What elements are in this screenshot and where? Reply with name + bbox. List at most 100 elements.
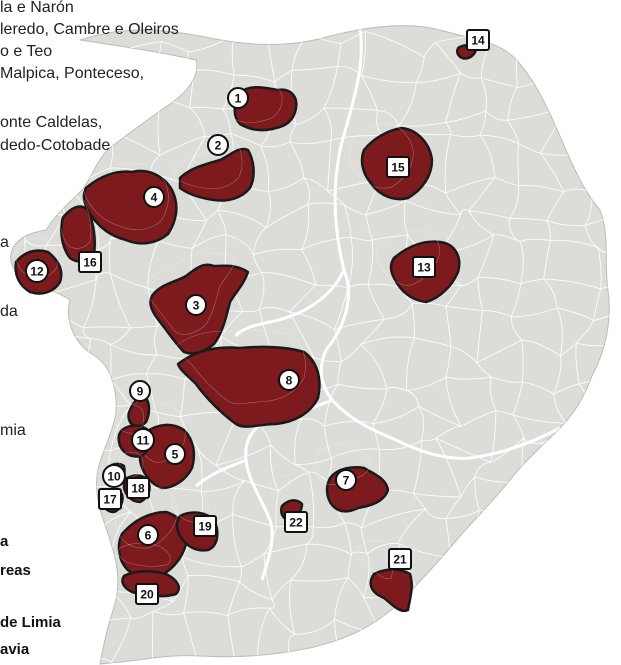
badge-3: 3 (185, 294, 207, 316)
municipal-border (183, 575, 189, 614)
municipal-border (227, 581, 241, 616)
municipal-border (601, 415, 610, 427)
municipal-border (416, 57, 425, 83)
municipal-border (473, 560, 526, 565)
municipal-border (150, 70, 195, 90)
area-10-inner-borders (101, 440, 120, 460)
municipal-border (445, 284, 462, 307)
municipal-border (460, 409, 497, 427)
municipal-border (50, 384, 89, 397)
municipal-border (539, 152, 565, 192)
badge-1: 1 (227, 87, 249, 109)
municipal-border (514, 510, 548, 515)
municipal-border (445, 576, 489, 590)
municipal-border (367, 542, 399, 554)
badge-15: 15 (386, 156, 410, 178)
municipal-border (337, 43, 342, 67)
municipal-border (341, 650, 387, 659)
municipal-border (10, 487, 29, 507)
municipal-border (10, 474, 55, 489)
badge-shape (466, 29, 490, 51)
municipal-border (514, 480, 525, 514)
municipal-border (398, 121, 446, 127)
municipal-border (268, 177, 305, 192)
municipal-border (490, 437, 524, 463)
badge-number: 12 (30, 265, 44, 279)
municipal-border (158, 240, 193, 249)
municipal-border (74, 396, 89, 418)
municipal-border (225, 234, 255, 256)
badge-number: 16 (83, 256, 97, 270)
municipal-border (543, 596, 558, 627)
area-8-inner-borders (174, 330, 306, 405)
municipal-border (567, 415, 603, 424)
municipal-border (110, 89, 131, 117)
badge-number: 6 (145, 529, 152, 543)
municipal-border (275, 490, 279, 528)
badge-10: 10 (102, 464, 126, 488)
municipal-border (295, 457, 332, 466)
municipal-border (10, 454, 54, 461)
badge-number: 18 (131, 482, 145, 496)
municipal-border (106, 556, 112, 592)
municipal-border (189, 107, 206, 137)
municipal-border (95, 272, 111, 280)
municipal-border (411, 303, 415, 338)
municipal-border (333, 329, 342, 362)
badge-17: 17 (98, 488, 122, 510)
municipal-border (181, 556, 189, 576)
badge-6: 6 (137, 524, 159, 546)
municipal-border (540, 442, 565, 482)
area-22-inner-borders (270, 475, 290, 495)
municipal-border (507, 119, 519, 144)
municipal-border (14, 45, 19, 74)
municipal-border (191, 220, 207, 249)
municipal-border (48, 593, 59, 634)
municipal-border (43, 175, 75, 192)
municipal-border (460, 277, 479, 286)
municipal-border (360, 336, 415, 346)
municipal-border (327, 140, 332, 192)
municipal-border (496, 34, 517, 46)
municipal-border (522, 381, 555, 395)
municipal-border (88, 622, 97, 662)
badge-5: 5 (164, 443, 186, 465)
badge-7: 7 (335, 469, 357, 491)
municipal-border (593, 288, 602, 321)
municipal-border (17, 294, 27, 313)
municipal-border (372, 388, 388, 424)
badge-shape (164, 443, 186, 465)
municipal-border (402, 612, 406, 647)
municipal-border (159, 135, 206, 156)
municipal-border (295, 107, 325, 126)
municipal-border (76, 121, 101, 134)
municipal-border (350, 236, 373, 242)
municipal-border (546, 191, 564, 221)
municipal-border (10, 542, 14, 599)
municipal-border (517, 143, 520, 186)
municipal-border (308, 471, 329, 482)
municipal-border (289, 141, 305, 178)
municipal-border (553, 394, 568, 424)
municipal-border (576, 342, 610, 347)
municipal-border (588, 612, 610, 635)
municipal-border (514, 512, 526, 565)
municipal-border (13, 201, 66, 216)
municipal-border (266, 31, 309, 38)
municipal-border (82, 44, 87, 74)
badge-4: 4 (143, 186, 165, 208)
municipal-border (576, 70, 585, 103)
municipal-border (42, 132, 78, 156)
municipal-border (292, 66, 338, 71)
municipal-border (361, 75, 379, 111)
municipal-border (406, 390, 420, 407)
municipal-border (365, 214, 373, 241)
municipal-border (289, 311, 335, 330)
municipal-border (584, 415, 603, 467)
municipal-border (543, 558, 552, 598)
badge-22: 22 (284, 511, 308, 533)
municipal-border (435, 425, 462, 439)
municipal-border (600, 282, 610, 290)
municipal-border (512, 382, 523, 415)
